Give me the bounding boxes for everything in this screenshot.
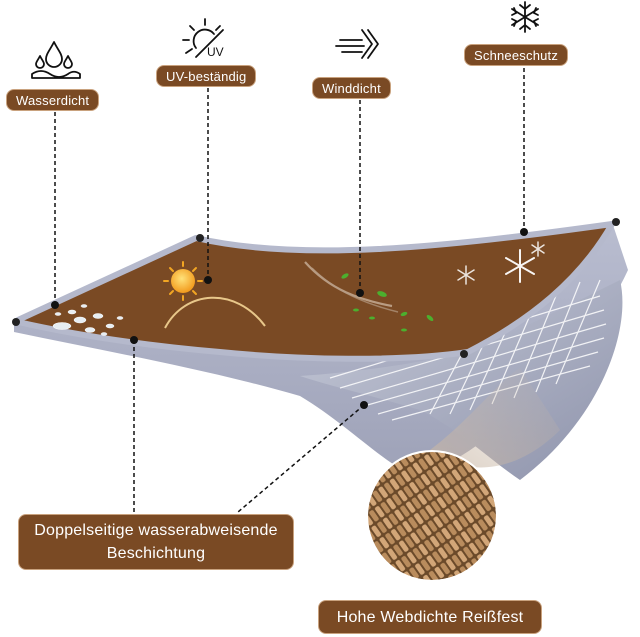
badge-wasserdicht: Wasserdicht	[6, 89, 100, 111]
badge-winddicht: Winddicht	[312, 77, 391, 99]
badge-wasserdicht-label: Wasserdicht	[16, 92, 90, 108]
sun-uv-icon	[182, 18, 224, 58]
light-beam	[430, 368, 560, 468]
coating-line-1: Doppelseitige wasserabweisende	[34, 522, 278, 539]
sun-graphic	[163, 261, 266, 329]
water-drops-icon	[31, 41, 81, 79]
badge-coating: Doppelseitige wasserabweisende Beschicht…	[18, 514, 294, 570]
water-droplets	[52, 304, 124, 336]
leader-dots	[51, 228, 528, 409]
wind-swoosh	[304, 261, 434, 332]
weave-closeup	[366, 450, 498, 582]
leader-lines	[54, 68, 525, 513]
badge-uv-label: UV-beständig	[166, 68, 247, 84]
coating-line-2: Beschichtung	[106, 545, 206, 562]
badge-winddicht-label: Winddicht	[322, 80, 381, 96]
badge-uv-bestaendig: UV-beständig	[156, 65, 257, 87]
wind-icon	[335, 29, 379, 59]
grid-mesh	[329, 279, 607, 421]
badge-schneeschutz-label: Schneeschutz	[474, 47, 559, 63]
snowflake-icon	[511, 1, 539, 33]
weave-label: Hohe Webdichte Reißfest	[336, 608, 524, 626]
uv-icon-text: UV	[207, 45, 224, 59]
badge-weave: Hohe Webdichte Reißfest	[318, 600, 542, 634]
snowflakes-on-tarp	[457, 241, 545, 285]
badge-schneeschutz: Schneeschutz	[464, 44, 569, 66]
grommets	[12, 218, 620, 358]
